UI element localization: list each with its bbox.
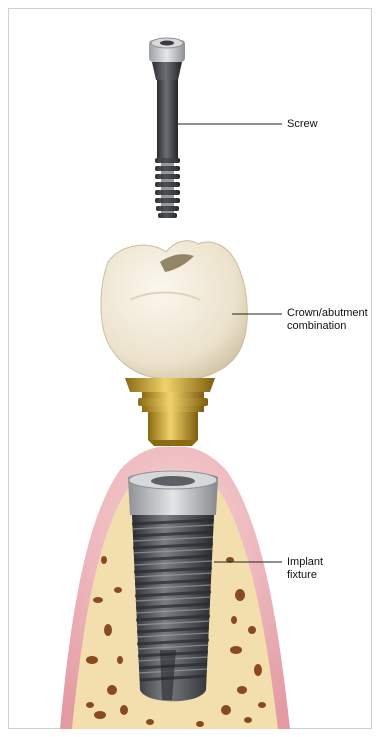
implant-fixture: [128, 471, 218, 701]
crown-abutment: [101, 241, 247, 446]
screw-label: Screw: [287, 118, 318, 131]
implant-fixture-label: Implant fixture: [287, 556, 323, 582]
screw: [149, 38, 185, 218]
crown-abutment-label: Crown/abutment combination: [287, 307, 368, 333]
